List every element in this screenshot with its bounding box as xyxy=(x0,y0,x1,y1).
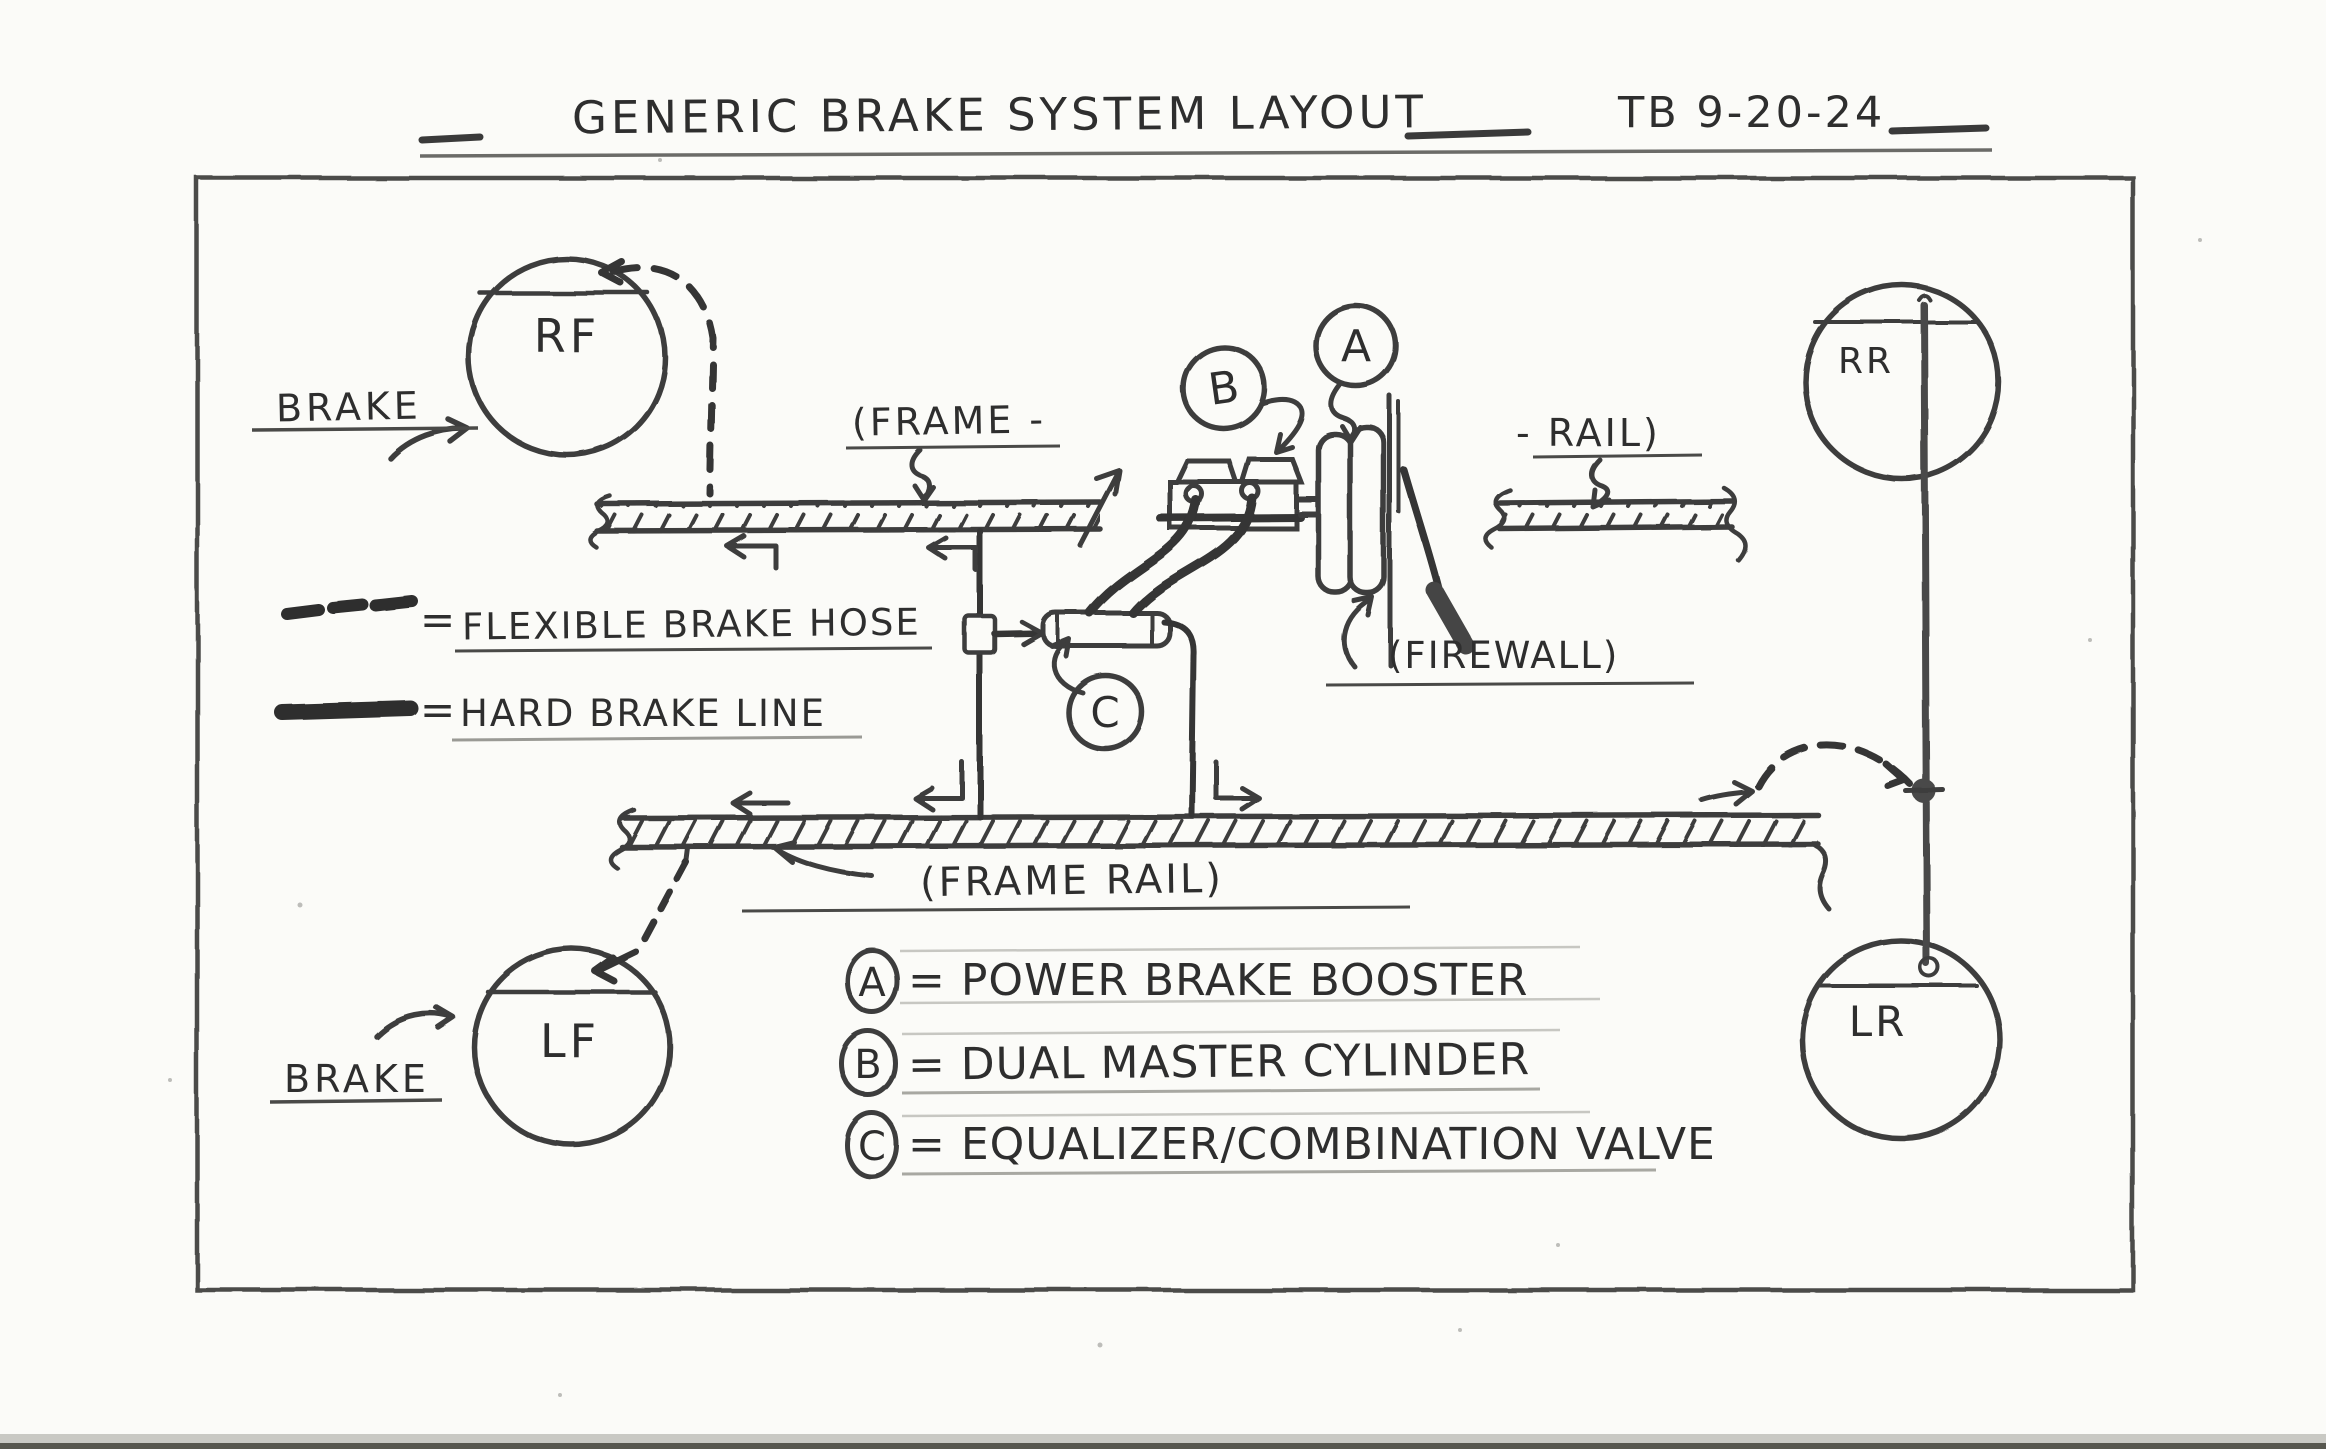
frame-rail-label: (FRAME RAIL) xyxy=(920,856,1224,906)
rail-label: - RAIL) xyxy=(1516,411,1661,455)
flexible-hoses xyxy=(591,258,1914,985)
scan-edge-dark xyxy=(0,1443,2326,1449)
wheel-label-rf: RF xyxy=(534,309,600,363)
rail-label-arrow xyxy=(1589,457,1611,507)
solid-line-sample xyxy=(274,700,418,720)
text-layer: GENERIC BRAKE SYSTEM LAYOUT TB 9-20-24 R… xyxy=(251,85,1993,1176)
top-frame-rail xyxy=(587,467,1122,550)
callout-a xyxy=(1313,303,1399,444)
wheel-lf xyxy=(471,946,673,1148)
reservoir-cap xyxy=(1173,458,1240,485)
firewall-label: (FIREWALL) xyxy=(1388,634,1619,677)
hard-equals: = xyxy=(420,685,455,734)
guideline xyxy=(901,1087,1541,1095)
underline xyxy=(1325,681,1695,687)
wheel-rr xyxy=(1802,282,2002,482)
flexible-equals: = xyxy=(420,595,455,644)
legend-oval-a xyxy=(844,947,900,1015)
wheel-rf xyxy=(466,256,668,458)
flow-arrows xyxy=(724,533,1755,817)
underline xyxy=(1532,453,1703,459)
power-brake-booster xyxy=(1315,424,1387,596)
legend-label-a: = POWER BRAKE BOOSTER xyxy=(908,955,1528,1006)
label-pointers xyxy=(771,447,1612,879)
guideline xyxy=(901,1028,1561,1036)
frame-label: (FRAME - xyxy=(852,397,1047,444)
legend-oval-c xyxy=(844,1110,900,1180)
right-rail-segment xyxy=(1483,485,1748,563)
firewall-arrow xyxy=(1341,597,1373,669)
underline xyxy=(845,444,1061,450)
reservoir-cap xyxy=(1238,456,1305,485)
underline xyxy=(741,905,1411,913)
underline xyxy=(269,1098,443,1104)
legend-oval-b xyxy=(838,1028,898,1098)
callout-b xyxy=(1180,344,1305,455)
guideline xyxy=(901,1110,1591,1118)
wheel-label-lr: LR xyxy=(1849,997,1908,1046)
bottom-frame-rail xyxy=(608,807,1832,912)
hard-line-label: HARD BRAKE LINE xyxy=(460,692,826,735)
underline xyxy=(454,646,933,653)
dashed-line-sample xyxy=(280,595,418,619)
guideline xyxy=(901,1168,1657,1176)
pedal-pad xyxy=(1425,581,1475,655)
underline xyxy=(251,426,479,432)
brake-front-label: BRAKE xyxy=(275,384,422,431)
front-brake-hard-line xyxy=(962,528,1048,820)
guideline xyxy=(899,945,1581,953)
callout-c xyxy=(1049,636,1145,752)
axle-end-loop xyxy=(1919,957,1941,979)
title-dash xyxy=(418,133,484,144)
wheel-label-rr: RR xyxy=(1838,341,1894,382)
diagram-border xyxy=(194,175,2136,1293)
title-dash xyxy=(1888,124,1990,135)
equalizer-valve xyxy=(1040,610,1198,818)
mc-to-valve-line xyxy=(1085,495,1201,618)
legend-samples xyxy=(274,595,418,720)
title-underline xyxy=(419,148,1993,158)
legend-label-b: = DUAL MASTER CYLINDER xyxy=(908,1034,1531,1090)
dual-master-cylinder xyxy=(1085,456,1321,618)
rf-flex-hose xyxy=(610,264,717,498)
line-fitting xyxy=(962,613,998,656)
legend-label-c: = EQUALIZER/COMBINATION VALVE xyxy=(908,1119,1716,1170)
page-title: GENERIC BRAKE SYSTEM LAYOUT xyxy=(572,85,1427,144)
rail-end-squiggle xyxy=(587,493,613,550)
legend-key-a: A xyxy=(858,960,886,1006)
rear-brake-hard-line xyxy=(1161,619,1198,818)
title-author-date: TB 9-20-24 xyxy=(1617,88,1885,138)
paper-speckles xyxy=(168,158,2202,1397)
mc-to-valve-line xyxy=(1128,493,1257,618)
firewall-and-pedal xyxy=(1341,393,1475,669)
flexible-hose-label: FLEXIBLE BRAKE HOSE xyxy=(462,601,921,649)
callout-letter-a: A xyxy=(1341,321,1371,372)
underline xyxy=(451,735,863,742)
brake-rear-label: BRAKE xyxy=(284,1057,430,1101)
legend-key-b: B xyxy=(854,1042,881,1088)
line-art xyxy=(274,256,2003,1180)
callout-letter-c: C xyxy=(1090,688,1119,737)
guideline xyxy=(899,997,1601,1005)
rear-axle-line xyxy=(1903,293,1946,979)
rail-end-arrow xyxy=(1077,469,1121,548)
callout-letter-b: B xyxy=(1205,361,1242,416)
wheel-lr xyxy=(1799,938,2003,1142)
wheel-label-lf: LF xyxy=(540,1014,600,1068)
title-dash xyxy=(1404,128,1532,140)
legend-key-c: C xyxy=(858,1124,886,1170)
lf-flex-hose xyxy=(638,858,690,948)
